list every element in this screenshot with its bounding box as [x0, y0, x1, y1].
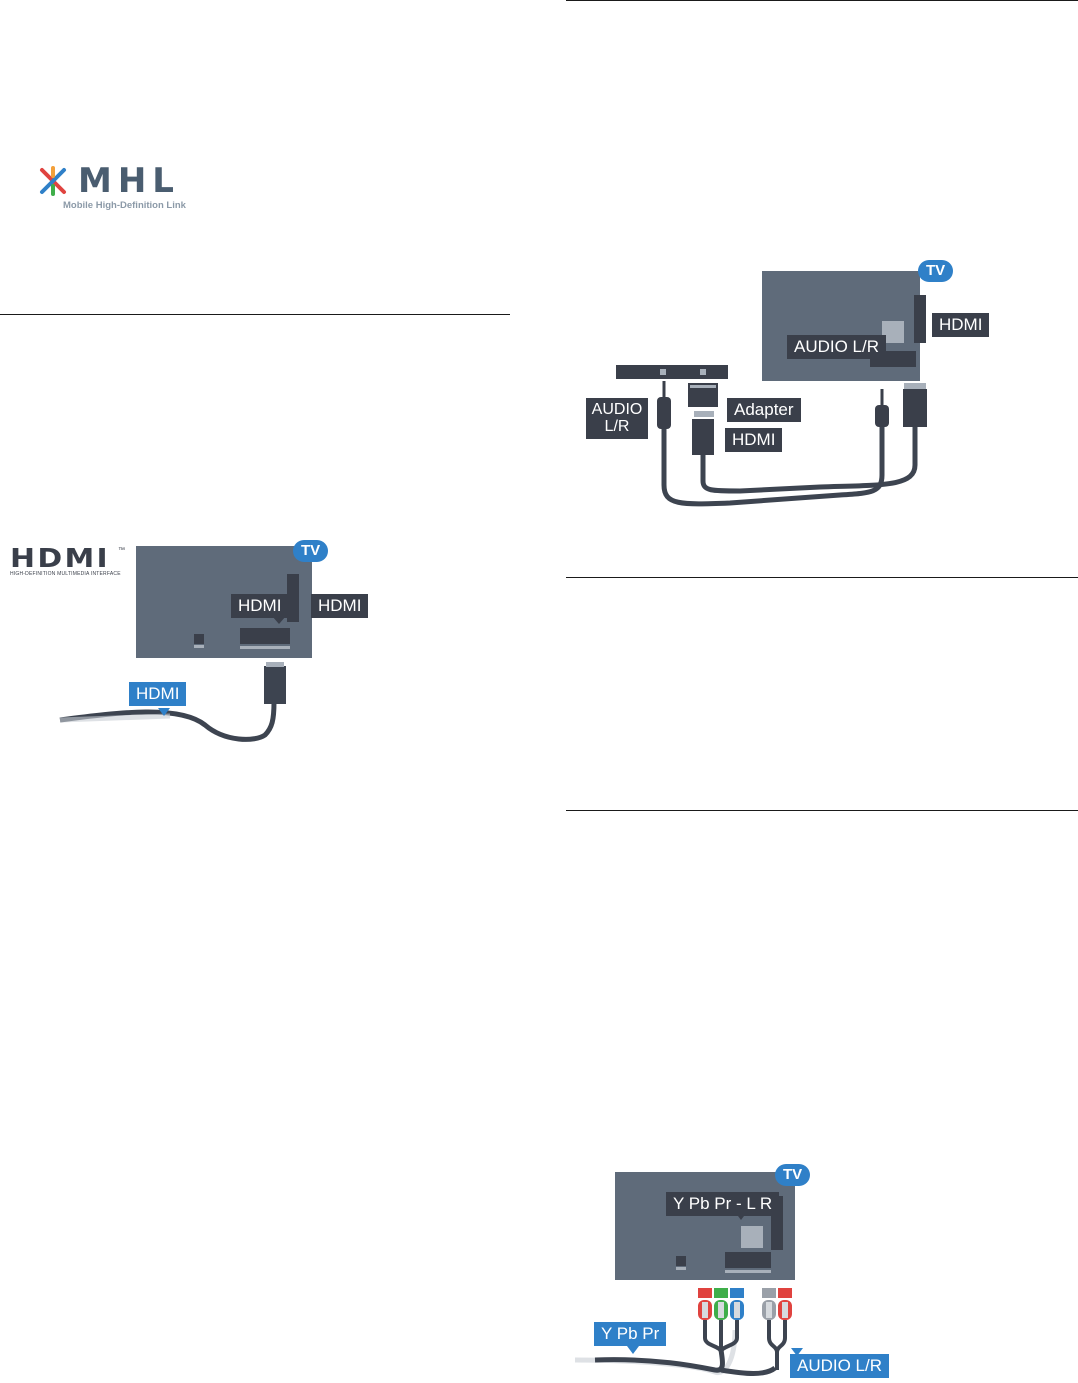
tv-badge: TV	[918, 260, 954, 282]
mhl-star-icon	[40, 166, 66, 196]
tv-badge: TV	[775, 1164, 811, 1186]
hdmi-tagline: HIGH-DEFINITION MULTIMEDIA INTERFACE	[10, 571, 121, 577]
hdmi-trademark: ™	[118, 547, 125, 554]
hdmi-logo: HDMI ™ HIGH-DEFINITION MULTIMEDIA INTERF…	[10, 544, 130, 579]
audio-label: AUDIO L/R	[586, 398, 648, 439]
hdmi-label: HDMI	[725, 428, 783, 452]
audio-plug	[875, 405, 889, 427]
component-connection-diagram: TV Y Pb Pr - L R Y Pb Pr AUDIO L/R	[574, 1160, 895, 1380]
section-divider	[566, 0, 1078, 1]
tv-indicator	[676, 1256, 686, 1266]
audio-plug	[657, 397, 671, 429]
mhl-logo: MHL Mobile High-Definition Link	[38, 161, 238, 213]
port-label-hdmi: HDMI	[231, 594, 289, 618]
section-divider	[566, 577, 1078, 578]
section-divider	[0, 314, 510, 315]
tv-badge: TV	[293, 540, 329, 562]
component-port	[741, 1226, 763, 1248]
audio-port	[882, 321, 904, 343]
mhl-wordmark: MHL	[78, 161, 180, 201]
rca-plug-audio-left	[762, 1288, 776, 1320]
port-label-hdmi-side: HDMI	[311, 594, 369, 618]
tv-port-slot	[914, 295, 926, 343]
source-device	[616, 365, 728, 379]
audio-label-line2: L/R	[604, 418, 630, 435]
hdmi-plug	[692, 419, 714, 455]
hdmi-plug	[264, 666, 286, 704]
rca-plug-y	[698, 1288, 712, 1320]
hdmi-port	[240, 628, 290, 644]
cable-label-ypbpr: Y Pb Pr	[594, 1322, 667, 1346]
adapter-connection-diagram: TV HDMI AUDIO L/R AUDIO L/R Adapter HDMI	[580, 255, 1020, 515]
rca-plug-pr	[730, 1288, 744, 1320]
audio-port	[725, 1252, 771, 1268]
hdmi-cable	[700, 427, 918, 494]
tv-port-label-hdmi: HDMI	[932, 313, 990, 337]
hdmi-cable	[59, 701, 277, 742]
rca-plug-pb	[714, 1288, 728, 1320]
cable-label-hdmi: HDMI	[129, 682, 187, 706]
adapter-label: Adapter	[727, 398, 801, 422]
hdmi-connection-diagram: TV HDMI HDMI HDMI	[0, 530, 380, 750]
hdmi-wordmark: HDMI	[10, 544, 110, 574]
tv-port-slot	[287, 574, 299, 622]
cable-label-audio: AUDIO L/R	[790, 1354, 890, 1378]
audio-label-line1: AUDIO	[591, 401, 643, 418]
hdmi-plug	[903, 389, 927, 427]
tv-indicator	[194, 634, 204, 644]
mhl-tagline: Mobile High-Definition Link	[63, 200, 186, 211]
component-port-label: Y Pb Pr - L R	[666, 1192, 780, 1216]
rca-plug-audio-right	[778, 1288, 792, 1320]
section-divider	[566, 810, 1078, 811]
tv-port-label-audio: AUDIO L/R	[787, 335, 887, 359]
